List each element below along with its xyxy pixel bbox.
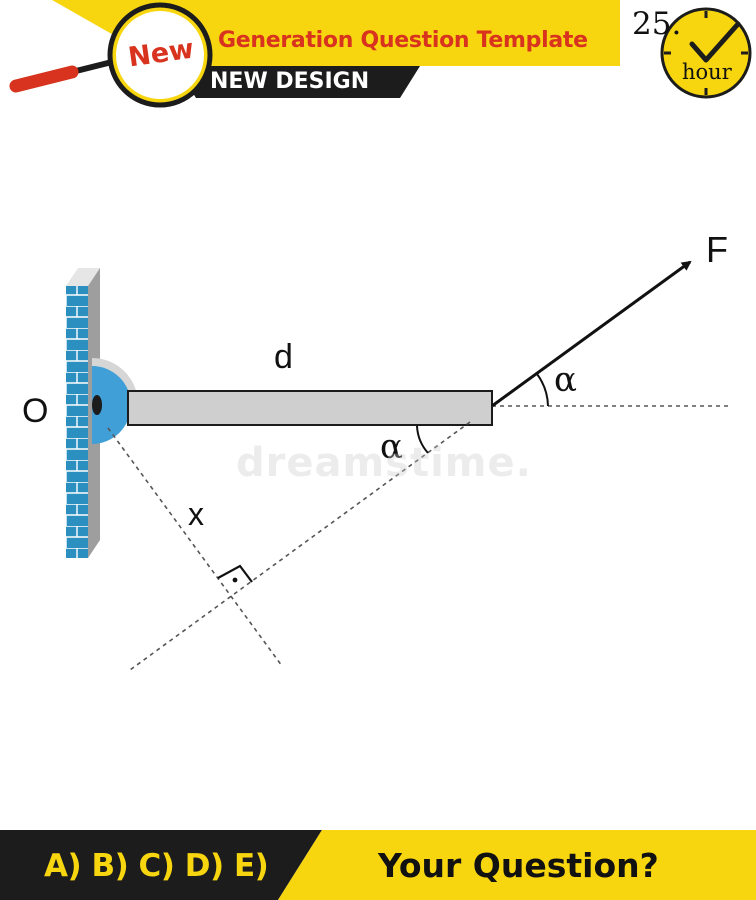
header-subbar xyxy=(176,66,420,98)
angle-arc-bottom xyxy=(416,425,429,454)
force-arrow xyxy=(491,260,692,408)
header-graphics xyxy=(9,0,752,108)
clock-unit: hour xyxy=(682,60,732,84)
watermark: dreamstime. xyxy=(236,440,532,486)
right-angle-marker xyxy=(217,564,253,583)
angle-label-bottom: α xyxy=(380,427,403,467)
physics-diagram xyxy=(66,260,730,671)
clock-icon xyxy=(660,7,752,99)
magnifier-icon xyxy=(9,2,213,108)
clock-number: 25. xyxy=(632,6,682,42)
force-label: F xyxy=(706,229,728,270)
angle-label-top: α xyxy=(554,360,577,400)
footer-question-bar xyxy=(278,830,756,900)
footer-graphics xyxy=(0,830,756,900)
pivot-label: O xyxy=(22,392,49,430)
header-title: Generation Question Template xyxy=(218,28,588,53)
perpendicular-line xyxy=(107,427,283,667)
question-text: Your Question? xyxy=(378,846,659,885)
angle-arc-top xyxy=(536,373,549,407)
right-angle-dot xyxy=(232,577,238,583)
hinge-icon xyxy=(92,357,139,444)
header-subtitle: NEW DESIGN xyxy=(210,69,370,94)
checkmark-icon xyxy=(689,21,741,63)
beam xyxy=(127,390,493,426)
answer-options: A) B) C) D) E) xyxy=(44,848,269,884)
line-of-action xyxy=(129,421,471,671)
distance-label: x xyxy=(188,496,204,532)
footer-answers-bar xyxy=(0,830,322,900)
length-label: d xyxy=(274,338,293,376)
